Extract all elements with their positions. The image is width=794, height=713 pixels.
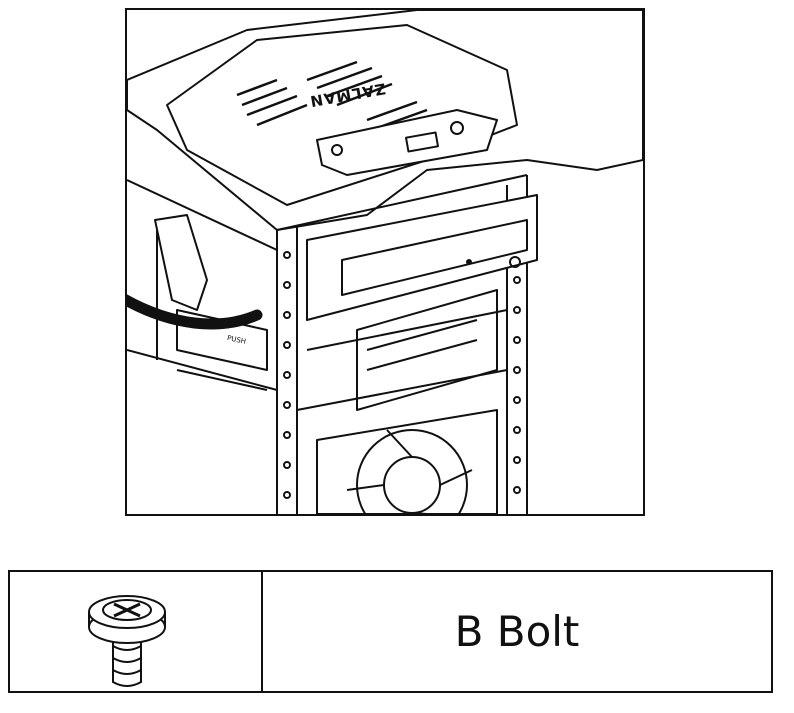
assembly-illustration: ZALMAN PUSH — [125, 8, 645, 516]
screw-icon — [88, 595, 166, 687]
case-drawing: ZALMAN PUSH — [127, 10, 643, 514]
push-label: PUSH — [226, 334, 246, 346]
rotate-arrow-icon — [127, 294, 263, 330]
part-label: B Bolt — [454, 607, 580, 656]
parts-table-icon-cell — [10, 572, 263, 691]
parts-table: B Bolt — [8, 570, 773, 693]
parts-table-label-cell: B Bolt — [263, 572, 771, 691]
